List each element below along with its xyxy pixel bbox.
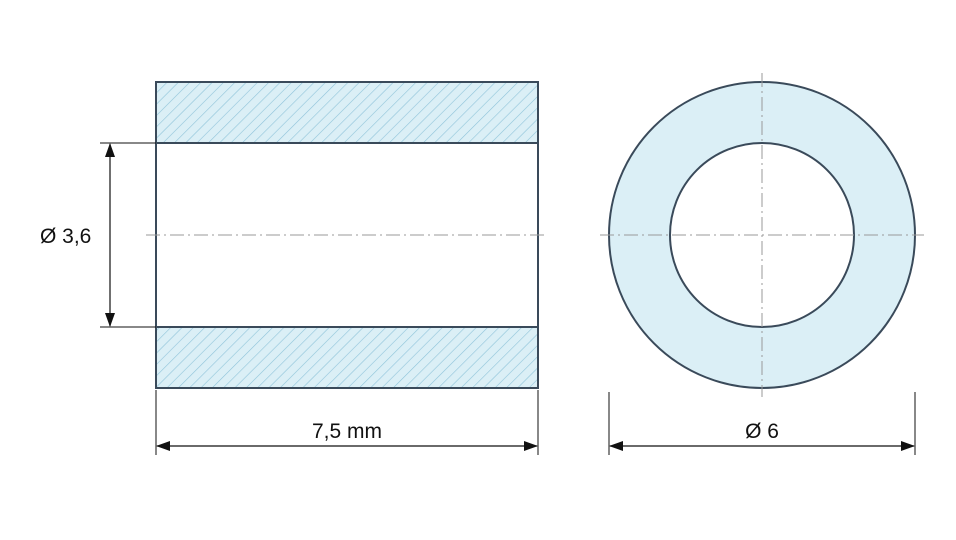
section-top-wall xyxy=(155,81,539,144)
section-bottom-wall xyxy=(155,326,539,389)
end-view xyxy=(600,73,924,397)
outer-diameter-dimension: Ø 6 xyxy=(608,392,916,455)
inner-diameter-label: Ø 3,6 xyxy=(40,225,91,248)
section-view xyxy=(146,81,548,389)
outer-diameter-label: Ø 6 xyxy=(745,420,779,443)
length-dimension: 7,5 mm xyxy=(155,390,539,455)
inner-diameter-dimension: Ø 3,6 xyxy=(40,142,156,328)
length-label: 7,5 mm xyxy=(312,420,382,443)
